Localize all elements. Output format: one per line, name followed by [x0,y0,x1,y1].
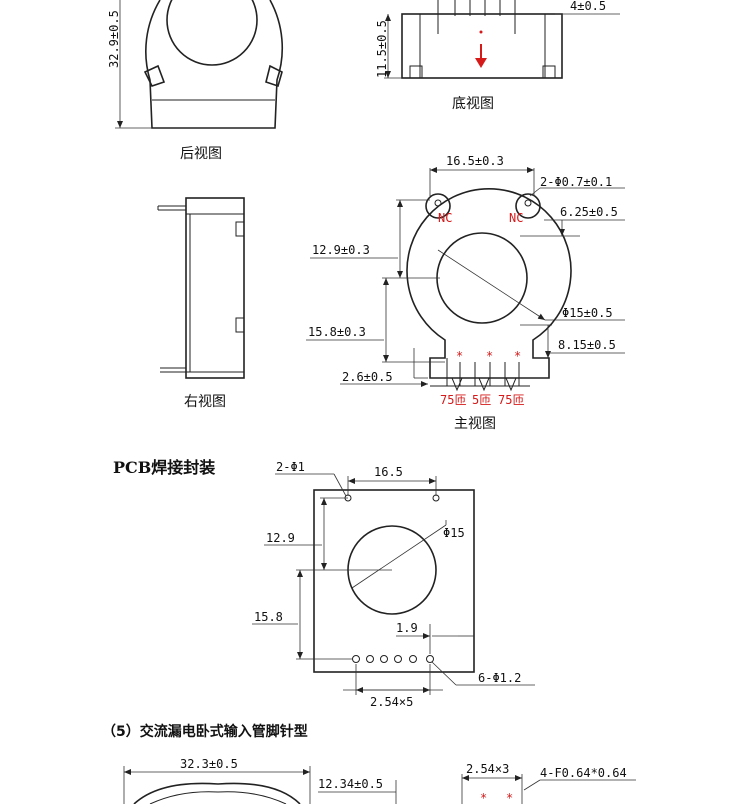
section5-dim-width: 32.3±0.5 [180,757,238,771]
pin-mark-1: * [456,349,463,363]
dim-12-9: 12.9±0.3 [312,243,370,257]
back-view-dim-height: 32.9±0.5 [107,10,121,68]
section5-mark-1: * [480,791,487,804]
dim-inner-dia: Φ15±0.5 [562,306,613,320]
pcb-dim-1-9: 1.9 [396,621,418,635]
dim-hole-dia: 2-Φ0.7±0.1 [540,175,612,189]
pin-label-2: 5匝 [472,393,491,407]
main-view: NC NC * * * 75匝 5匝 75匝 16.5±0.3 2-Φ0.7±0… [306,154,625,432]
dim-hole-spacing: 16.5±0.3 [446,154,504,168]
pin-label-1: 75匝 [440,393,466,407]
dim-2-6: 2.6±0.5 [342,370,393,384]
bottom-view: 11.5±0.5 4±0.5 底视图 [375,0,620,112]
back-view: 32.9±0.5 后视图 [107,0,284,162]
back-view-caption: 后视图 [180,146,222,162]
side-view-caption: 右视图 [184,394,226,410]
bottom-view-dim-top: 4±0.5 [570,0,606,13]
pcb-dim-pitch: 2.54×5 [370,695,413,709]
pcb-title: PCB焊接封装 [113,458,215,477]
bottom-view-dim-height: 11.5±0.5 [375,20,389,78]
dim-15-8: 15.8±0.3 [308,325,366,339]
main-view-caption: 主视图 [454,416,496,432]
section-5: （5）交流漏电卧式输入管脚针型 32.3±0.5 12.34±0.5 2.54×… [102,723,636,804]
pin-mark-3: * [514,349,521,363]
pin-label-3: 75匝 [498,393,524,407]
dim-8-15: 8.15±0.5 [558,338,616,352]
nc-right-label: NC [509,211,523,225]
section5-dim-12-34: 12.34±0.5 [318,777,383,791]
bottom-view-caption: 底视图 [452,96,494,112]
pcb-dim-15-8: 15.8 [254,610,283,624]
pin-mark-2: * [486,349,493,363]
section5-dim-pins: 4-F0.64*0.64 [540,766,627,780]
pcb-dim-16-5: 16.5 [374,465,403,479]
section5-dim-pitch: 2.54×3 [466,762,509,776]
pcb-dim-pins: 6-Φ1.2 [478,671,521,685]
side-view: 右视图 [157,197,245,410]
pcb-footprint: PCB焊接封装 2-Φ1 16.5 12.9 Φ15 15. [113,458,535,709]
section5-title: （5）交流漏电卧式输入管脚针型 [102,723,308,740]
section5-mark-2: * [506,791,513,804]
dim-6-25: 6.25±0.5 [560,205,618,219]
pcb-dim-holes: 2-Φ1 [276,460,305,474]
nc-left-label: NC [438,211,452,225]
pcb-dim-phi15: Φ15 [443,526,465,540]
pcb-dim-12-9: 12.9 [266,531,295,545]
